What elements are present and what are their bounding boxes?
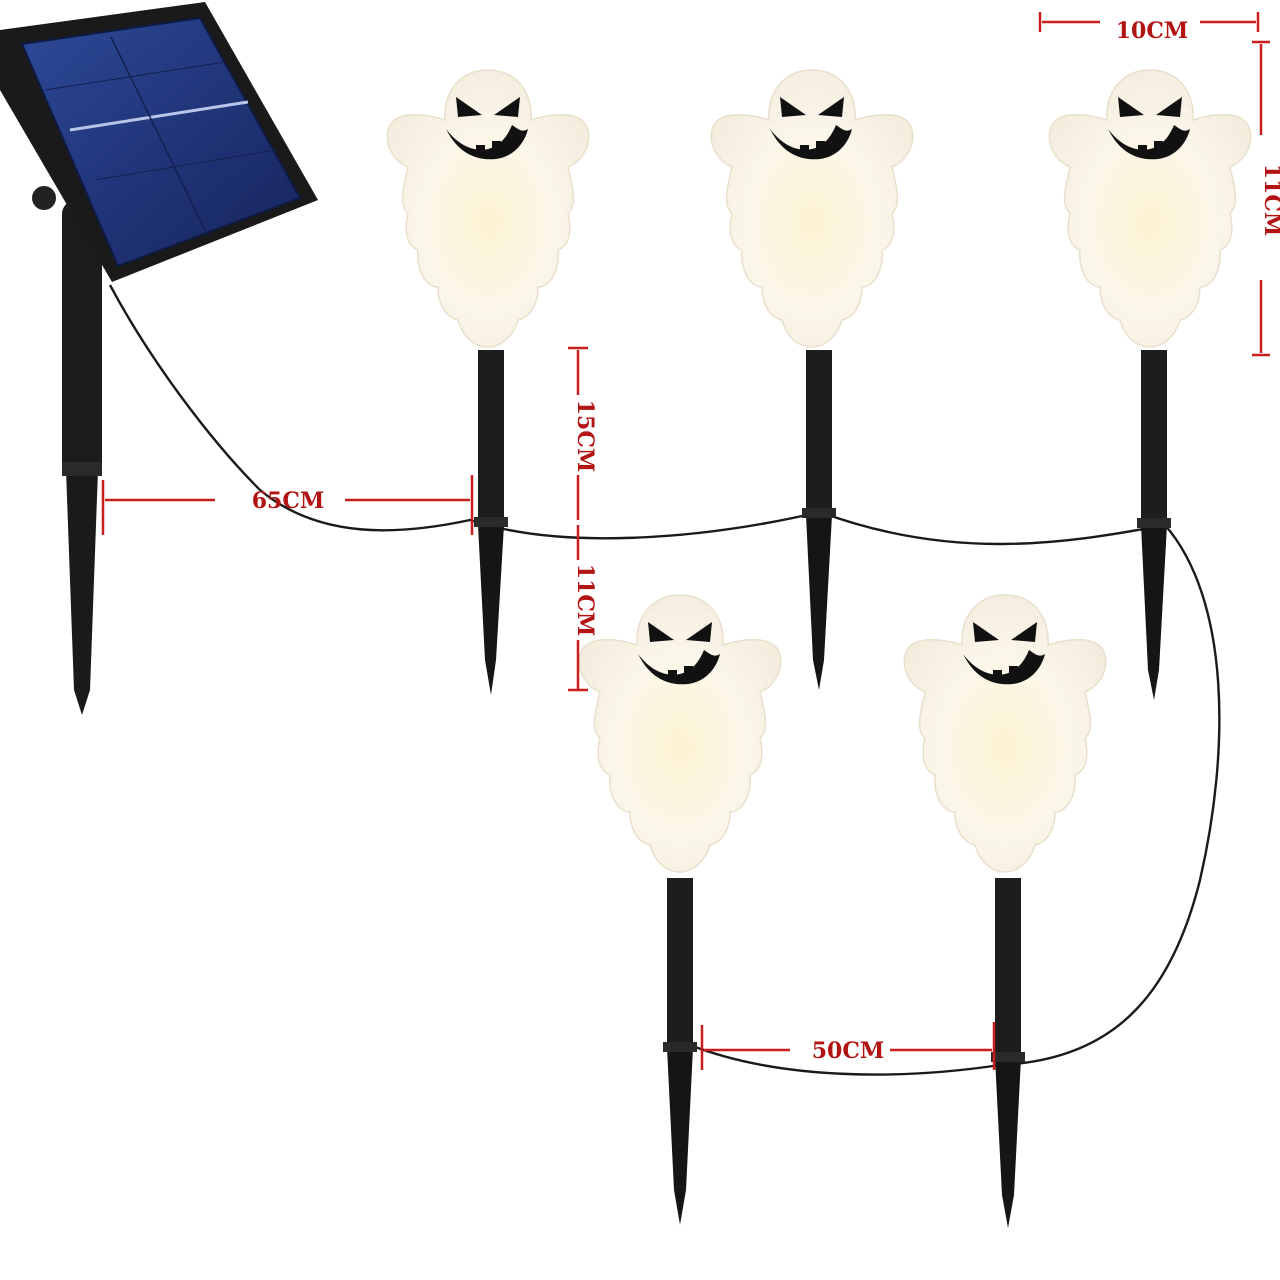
cable	[108, 284, 1221, 1076]
label-stake-spike: 11CM	[572, 564, 598, 636]
label-panel-to-light: 65CM	[252, 488, 324, 514]
label-light-spacing: 50CM	[812, 1038, 884, 1064]
dimension-ghost-width	[1038, 12, 1260, 32]
ghost-light-5	[903, 594, 1107, 1228]
label-ghost-height: 11CM	[1259, 164, 1280, 236]
dimension-panel-to-light	[101, 475, 474, 535]
ghost-light-4	[578, 594, 782, 1225]
ghost-light-2	[710, 69, 914, 690]
dimension-light-spacing	[700, 1022, 996, 1070]
solar-panel	[0, 2, 318, 715]
dimension-stake-spike	[568, 525, 588, 692]
ghost-light-1	[386, 69, 590, 695]
ghost-light-3	[1048, 69, 1252, 700]
label-stake-upper: 15CM	[572, 400, 598, 472]
label-ghost-width: 10CM	[1116, 18, 1188, 44]
dimension-stake-upper	[568, 346, 588, 520]
dimension-ghost-height	[1252, 40, 1270, 357]
